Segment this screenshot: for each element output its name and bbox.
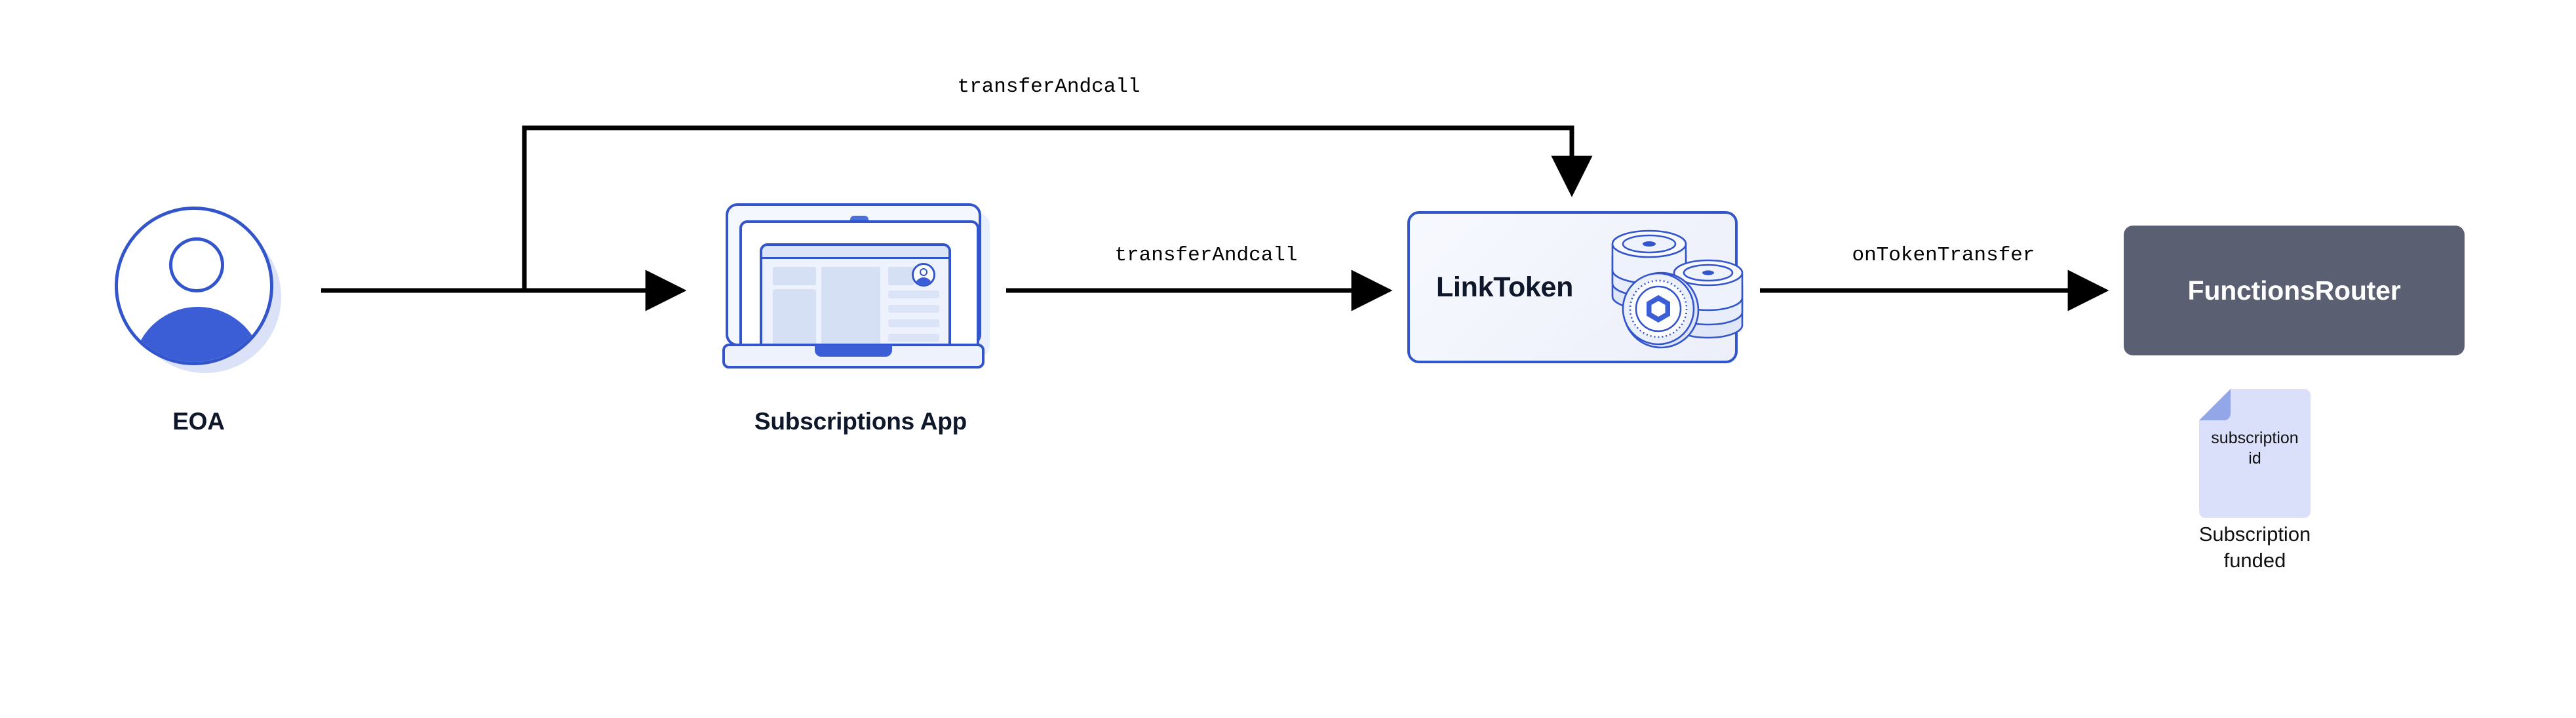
- document-text-line2: id: [2248, 449, 2261, 468]
- laptop-notch: [815, 345, 892, 357]
- screen-line: [888, 334, 939, 342]
- screen-line: [888, 290, 939, 298]
- edge-label-transferandcall-mid: transferAndcall: [1114, 244, 1298, 267]
- subscription-funded-line2: funded: [2223, 549, 2286, 572]
- document-fold: [2199, 389, 2231, 420]
- node-label-functions-router: FunctionsRouter: [2187, 275, 2401, 306]
- screen-titlebar: [762, 246, 948, 259]
- screen-avatar-body: [915, 277, 932, 285]
- node-eoa[interactable]: [115, 207, 282, 374]
- avatar-body-shape: [132, 307, 263, 362]
- avatar-head-shape: [169, 237, 224, 292]
- document-text-line1: subscription: [2211, 429, 2299, 447]
- node-label-link-token: LinkToken: [1436, 271, 1574, 303]
- node-label-subscription-funded: Subscription funded: [2130, 521, 2379, 574]
- screen-line: [888, 305, 939, 313]
- screen-avatar-icon: [912, 263, 935, 287]
- edge-label-ontokentransfer: onTokenTransfer: [1852, 244, 2035, 267]
- subscription-funded-line1: Subscription: [2198, 523, 2311, 546]
- screen-block: [773, 289, 816, 351]
- user-avatar-icon: [115, 207, 273, 365]
- document-fold-cut: [2199, 389, 2231, 420]
- node-label-subscriptions-app: Subscriptions App: [754, 408, 967, 435]
- link-coin-stack-icon: [1611, 229, 1744, 349]
- node-subscriptions-app[interactable]: [722, 197, 1004, 380]
- node-label-eoa: EOA: [172, 408, 225, 435]
- node-functions-router[interactable]: FunctionsRouter: [2124, 226, 2465, 355]
- screen-line: [888, 319, 939, 327]
- node-subscription-doc[interactable]: subscription id: [2199, 389, 2311, 518]
- edge-label-transferandcall-top: transferAndcall: [957, 75, 1141, 98]
- laptop-screen: [760, 243, 951, 359]
- screen-block: [773, 267, 816, 285]
- screen-block: [888, 267, 914, 285]
- document-text: subscription id: [2199, 428, 2311, 469]
- laptop-icon: [726, 203, 981, 359]
- screen-block: [821, 267, 880, 351]
- screen-avatar-head: [920, 268, 927, 276]
